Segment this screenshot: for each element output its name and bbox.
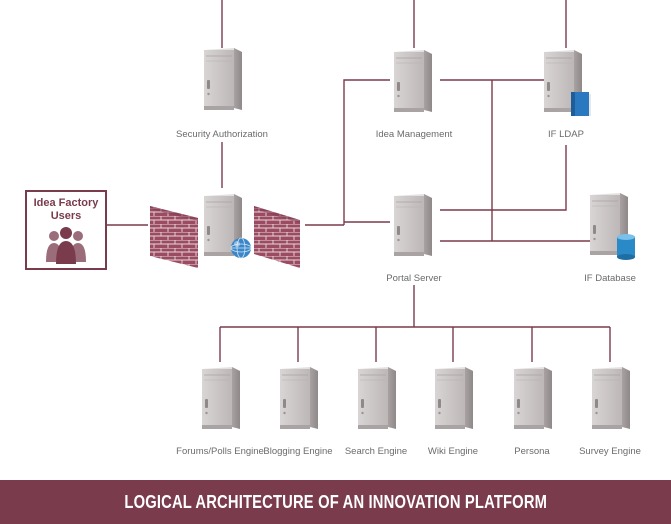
label-survey-engine: Survey Engine [579,446,641,457]
globe-icon [230,237,252,259]
label-persona: Persona [514,446,550,457]
footer-title: LOGICAL ARCHITECTURE OF AN INNOVATION PL… [124,491,547,512]
label-portal-server: Portal Server [386,273,441,284]
label-if-ldap: IF LDAP [548,129,584,140]
label-forums-polls-engine: Forums/Polls Engine [176,446,264,457]
firewall-icon [150,206,198,268]
label-idea-management: Idea Management [376,129,453,140]
server-icon [203,47,243,111]
footer-banner: LOGICAL ARCHITECTURE OF AN INNOVATION PL… [0,480,671,524]
database-icon [617,234,635,260]
server-icon [393,49,433,113]
users-icon [46,227,86,264]
server-icon [393,193,433,257]
server-icon [201,366,241,430]
idea-factory-users-box: Idea Factory Users [25,190,107,270]
users-title-line-1: Idea Factory [34,197,100,209]
label-search-engine: Search Engine [345,446,407,457]
label-wiki-engine: Wiki Engine [428,446,478,457]
users-title-line-2: Users [51,210,82,222]
connector-lines [106,0,611,362]
firewall-icon [254,206,300,268]
server-icon [357,366,397,430]
label-security-authorization: Security Authorization [176,129,268,140]
label-if-database: IF Database [584,273,636,284]
server-icon [434,366,474,430]
server-icon [513,366,553,430]
server-icon [591,366,631,430]
label-blogging-engine: Blogging Engine [263,446,332,457]
server-icon [279,366,319,430]
book-icon [571,92,591,116]
